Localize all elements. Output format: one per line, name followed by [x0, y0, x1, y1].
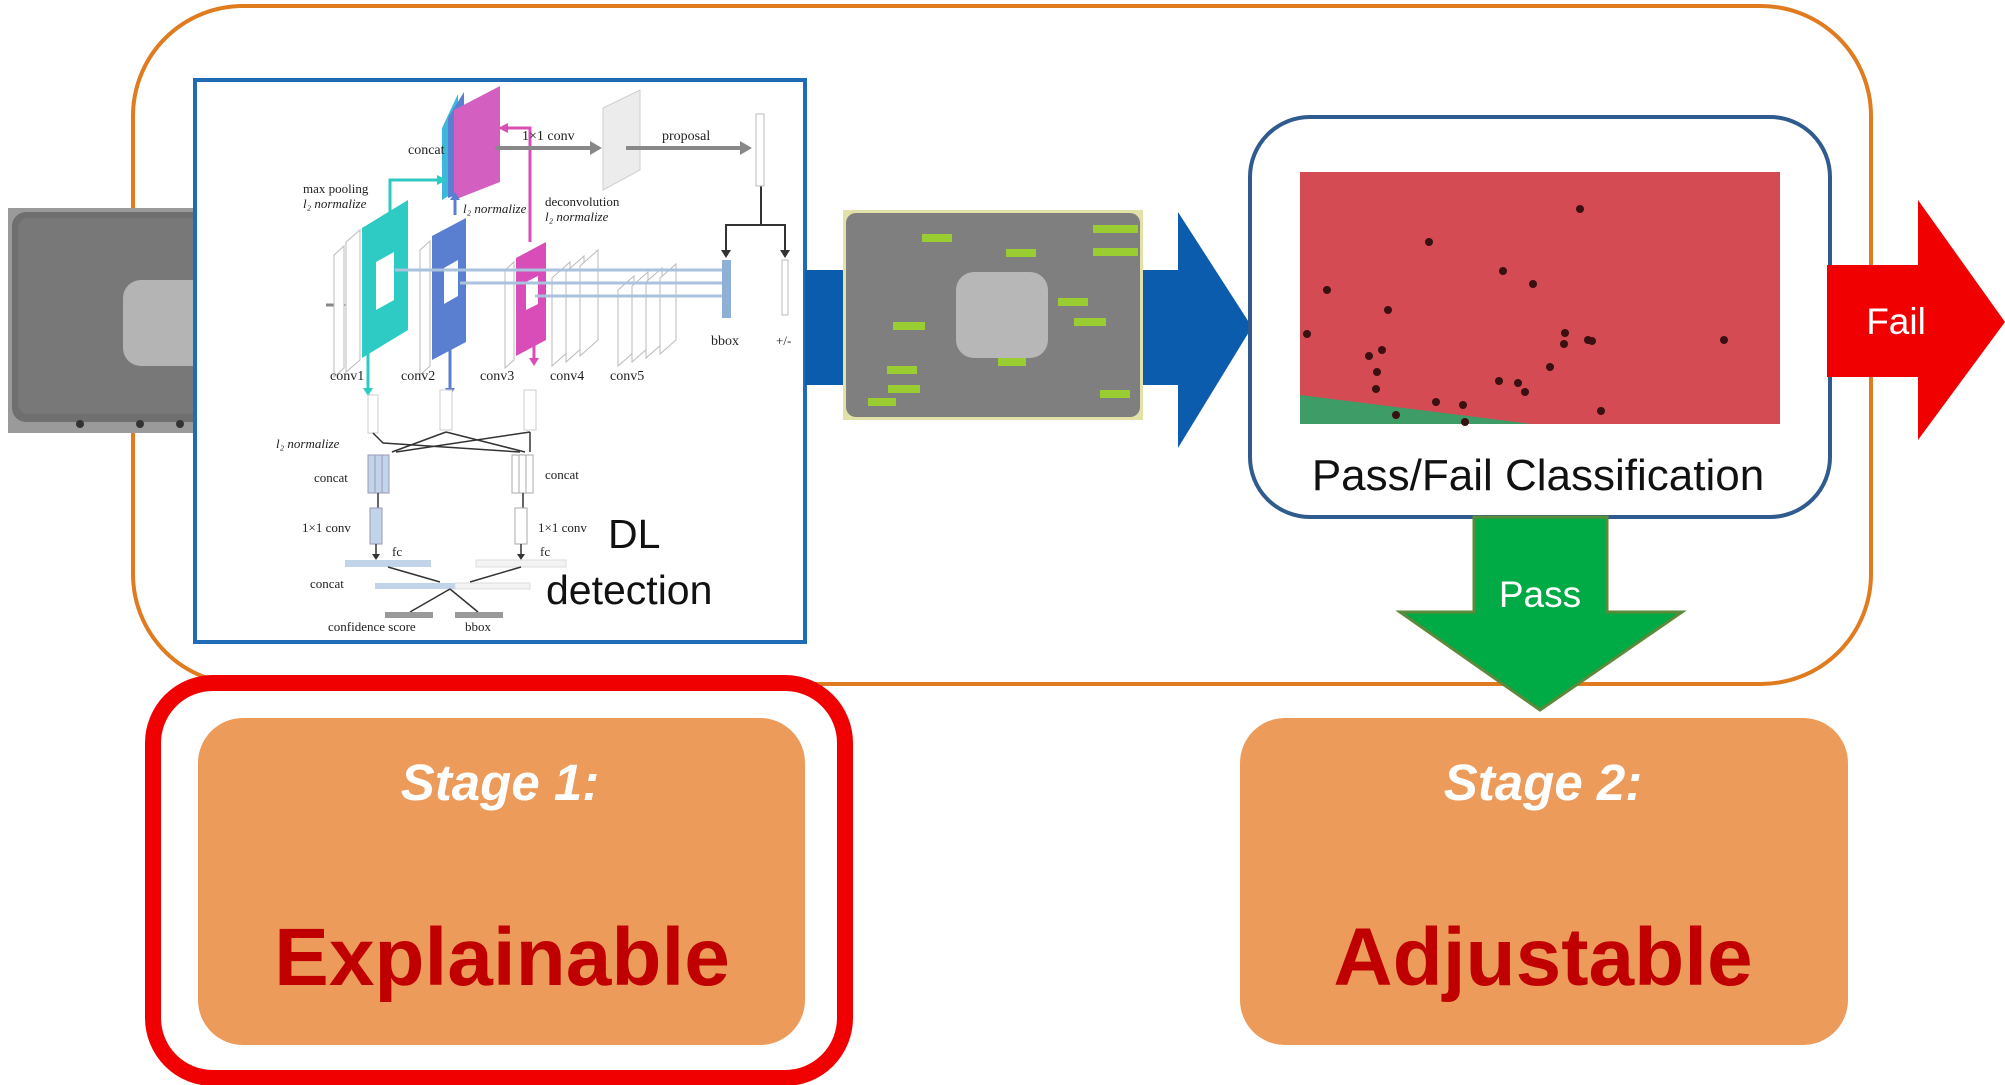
pass-region: [1300, 395, 1532, 424]
bbox-bar: [722, 260, 731, 318]
dl-detection-title-line2: detection: [546, 567, 712, 613]
classification-label: Pass/Fail Classification: [1312, 451, 1764, 500]
label-l2-normalize-lower: l₂ normalize: [276, 436, 340, 451]
label-conv3: conv3: [480, 369, 514, 384]
fail-arrow: Fail: [1827, 200, 2005, 440]
label-concat-bottom: concat: [310, 576, 344, 591]
label-conv4: conv4: [550, 369, 584, 384]
label-1x1-conv-right: 1×1 conv: [538, 520, 587, 535]
stage2-card: Stage 2: Adjustable: [1240, 718, 1848, 1045]
sample-points: [1303, 205, 1728, 426]
pass-arrow: Pass: [1395, 515, 1687, 712]
classification-panel: Pass/Fail Classification: [1248, 115, 1832, 519]
concat-top-block: [442, 86, 500, 200]
label-bbox-bottom: bbox: [465, 619, 492, 634]
label-fc-right: fc: [540, 544, 550, 559]
fail-region: [1300, 172, 1780, 424]
label-1x1-conv-left: 1×1 conv: [302, 520, 351, 535]
label-proposal: proposal: [662, 129, 710, 144]
detection-to-classification-arrow: [805, 212, 1252, 448]
label-l2-normalize-deconv: l₂ normalize: [545, 209, 609, 224]
pass-label: Pass: [1499, 574, 1581, 615]
label-plus-minus: +/-: [776, 333, 791, 348]
stage1-card: Stage 1: Explainable: [145, 675, 853, 1085]
stage2-value: Adjustable: [1333, 912, 1752, 1003]
label-conv5: conv5: [610, 369, 644, 384]
label-max-pooling: max pooling: [303, 181, 369, 196]
label-concat-right: concat: [545, 467, 579, 482]
stage1-highlight-ring: [145, 675, 853, 1085]
label-fc-left: fc: [392, 544, 402, 559]
label-l2-normalize-mid: l₂ normalize: [463, 201, 527, 216]
label-l2-normalize-left: l₂ normalize: [303, 196, 367, 211]
label-1x1-conv-top: 1×1 conv: [522, 129, 575, 144]
fail-label: Fail: [1866, 301, 1926, 342]
plus-minus-bar: [781, 259, 789, 316]
label-concat-top: concat: [408, 143, 445, 158]
dl-detection-panel: concat 1×1 conv proposal max pooling l₂ …: [193, 78, 807, 644]
label-concat-left: concat: [314, 470, 348, 485]
label-conv2: conv2: [401, 369, 435, 384]
stage2-title: Stage 2:: [1444, 754, 1642, 811]
dl-detection-title-line1: DL: [608, 511, 660, 557]
label-bbox-top: bbox: [711, 334, 739, 349]
stage1-value: Explainable: [274, 912, 730, 1003]
label-confidence-score: confidence score: [328, 619, 416, 634]
detection-result-image: [843, 210, 1143, 420]
stage1-title: Stage 1:: [401, 754, 599, 811]
conv1-block: [333, 200, 408, 379]
label-conv1: conv1: [330, 369, 364, 384]
label-deconvolution: deconvolution: [545, 194, 620, 209]
